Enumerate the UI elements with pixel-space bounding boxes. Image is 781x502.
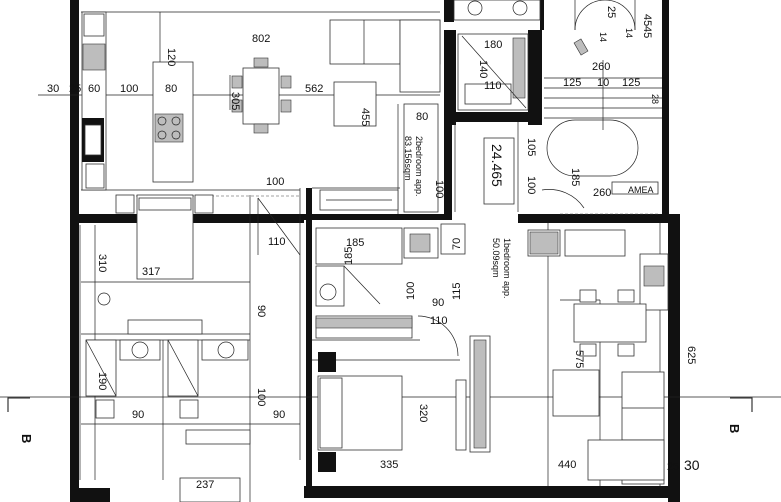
apt-large-area: 83.156sqm — [403, 136, 413, 181]
dim-25c: 25 — [605, 6, 617, 18]
dim-110b: 110 — [430, 315, 448, 327]
apt-small-name: 1bedroom app. — [502, 238, 512, 299]
bathrooms-lower-left — [85, 339, 251, 502]
dim-185c: 185 — [569, 168, 581, 186]
dim-45a: 45 — [641, 26, 653, 38]
apt-large-name: 2bedroom app. — [414, 136, 424, 197]
dim-28: 28 — [650, 94, 660, 104]
dim-125b: 125 — [622, 77, 640, 89]
dim-320: 320 — [417, 404, 429, 422]
dim-30: 30 — [47, 83, 59, 95]
dim-90a: 90 — [432, 297, 444, 309]
dim-260a: 260 — [592, 61, 610, 73]
dim-180: 180 — [484, 39, 502, 51]
dim-25b: 25 — [667, 461, 679, 473]
dim-110a: 110 — [268, 236, 286, 248]
dim-185b: 185 — [343, 247, 355, 265]
section-label-right: B — [727, 424, 742, 433]
dim-90d: 90 — [273, 409, 285, 421]
dim-625: 625 — [685, 346, 697, 364]
elevator — [453, 0, 541, 111]
dim-100c: 100 — [405, 282, 417, 300]
dim-185a: 185 — [346, 237, 364, 249]
dim-80b: 80 — [416, 111, 428, 123]
dim-120: 120 — [165, 48, 177, 66]
dim-100d: 100 — [255, 388, 267, 406]
dim-317: 317 — [142, 266, 160, 278]
dim-14a: 14 — [598, 32, 608, 42]
living-upper — [319, 19, 441, 213]
level-marker: 24.465 — [489, 144, 505, 187]
dim-100a: 100 — [120, 83, 138, 95]
dim-25: 25 — [69, 83, 81, 95]
apt-small-area: 50.09sqm — [491, 238, 501, 278]
dim-90c: 90 — [132, 409, 144, 421]
dim-100b: 100 — [266, 176, 284, 188]
dim-14b: 14 — [624, 28, 634, 38]
dim-310: 310 — [96, 254, 108, 272]
dim-440: 440 — [558, 459, 576, 471]
dim-115: 115 — [451, 282, 463, 300]
kitchen-upper-left — [81, 11, 194, 191]
dim-45b: 45 — [641, 14, 653, 26]
dining-table — [231, 57, 292, 134]
right-apartment — [527, 229, 669, 485]
dim-455: 455 — [359, 108, 371, 126]
dim-190: 190 — [96, 372, 108, 390]
dim-260b: 260 — [593, 187, 611, 199]
stairs — [541, 0, 659, 209]
dim-80a: 80 — [165, 83, 177, 95]
dim-60: 60 — [88, 83, 100, 95]
dim-335: 335 — [380, 459, 398, 471]
dim-10: 10 — [597, 77, 609, 89]
section-label-left: B — [19, 434, 34, 443]
dim-575: 575 — [573, 350, 585, 368]
dim-100e: 100 — [525, 176, 537, 194]
dim-70: 70 — [451, 238, 463, 250]
room-labels: 2bedroom app. 83.156sqm 1bedroom app. 50… — [19, 136, 742, 443]
dim-30b: 30 — [684, 457, 700, 473]
dim-100f: 100 — [433, 180, 445, 198]
kitchen-middle — [315, 223, 466, 339]
dim-90b: 90 — [255, 305, 267, 317]
dim-125a: 125 — [563, 77, 581, 89]
dim-237: 237 — [196, 479, 214, 491]
dimension-labels: 802 120 30 25 60 100 80 305 562 455 80 1… — [47, 6, 700, 491]
bedroom-upper-left — [97, 194, 301, 335]
dim-802: 802 — [252, 33, 270, 45]
bedroom-middle — [317, 315, 491, 472]
amea-label: AMEA — [628, 185, 654, 195]
section-markers — [7, 397, 753, 412]
dim-105: 105 — [525, 138, 537, 156]
dim-140: 140 — [477, 60, 489, 78]
dim-305: 305 — [229, 92, 241, 110]
dim-562: 562 — [305, 83, 323, 95]
dim-110c: 110 — [484, 80, 502, 92]
